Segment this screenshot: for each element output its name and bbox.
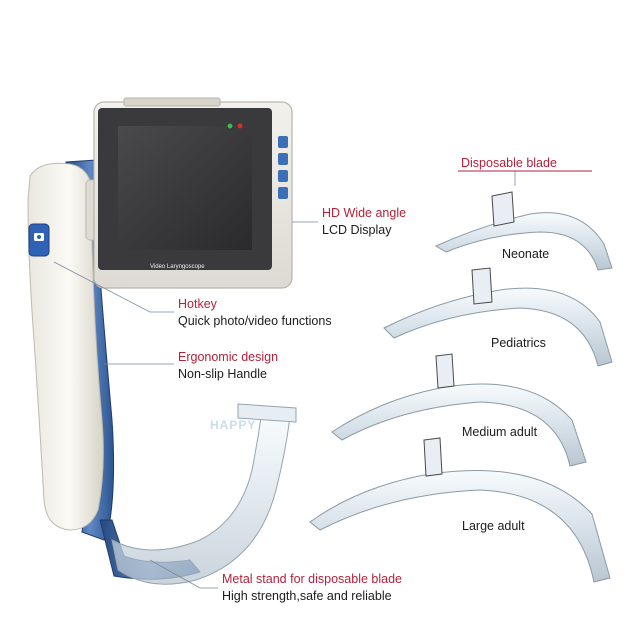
callout-stand-title: Metal stand for disposable blade: [222, 572, 402, 586]
blade-label-medium-adult: Medium adult: [462, 425, 538, 439]
callout-lcd-title: HD Wide angle: [322, 206, 407, 220]
callout-handle: Ergonomic design Non-slip Handle: [178, 349, 278, 383]
callout-stand: Metal stand for disposable blade High st…: [222, 571, 402, 605]
blade-medium-adult: [331, 353, 587, 467]
callout-handle-title: Ergonomic design: [178, 350, 279, 364]
callout-lcd-detail: LCD Display: [322, 223, 392, 237]
side-button: [278, 187, 288, 199]
side-button: [278, 153, 288, 165]
blade-large-adult: [309, 437, 611, 583]
callout-stand-detail: High strength,safe and reliable: [222, 589, 392, 603]
callout-lcd: HD Wide angle LCD Display: [322, 205, 406, 239]
blade-pediatrics: [383, 267, 613, 367]
blade-neonate: [434, 191, 613, 271]
callout-leaders: [53, 171, 516, 589]
screen-caption: Video Laryngoscope: [150, 264, 205, 270]
side-button: [278, 136, 288, 148]
callout-hotkey: Hotkey Quick photo/video functions: [178, 296, 332, 330]
callout-handle-detail: Non-slip Handle: [178, 367, 267, 381]
watermark: HAPPY: [210, 418, 257, 432]
blade-label-neonate: Neonate: [502, 247, 550, 261]
callout-hotkey-detail: Quick photo/video functions: [178, 314, 332, 328]
blade-label-pediatrics: Pediatrics: [491, 336, 546, 350]
mounted-blade: [111, 409, 291, 585]
status-led-green: [227, 123, 233, 129]
side-button: [278, 170, 288, 182]
lcd-screen: [118, 126, 252, 250]
blades-header: Disposable blade: [461, 156, 557, 170]
callout-hotkey-title: Hotkey: [178, 297, 217, 311]
status-led-red: [237, 123, 243, 129]
blade-label-large-adult: Large adult: [462, 519, 525, 533]
